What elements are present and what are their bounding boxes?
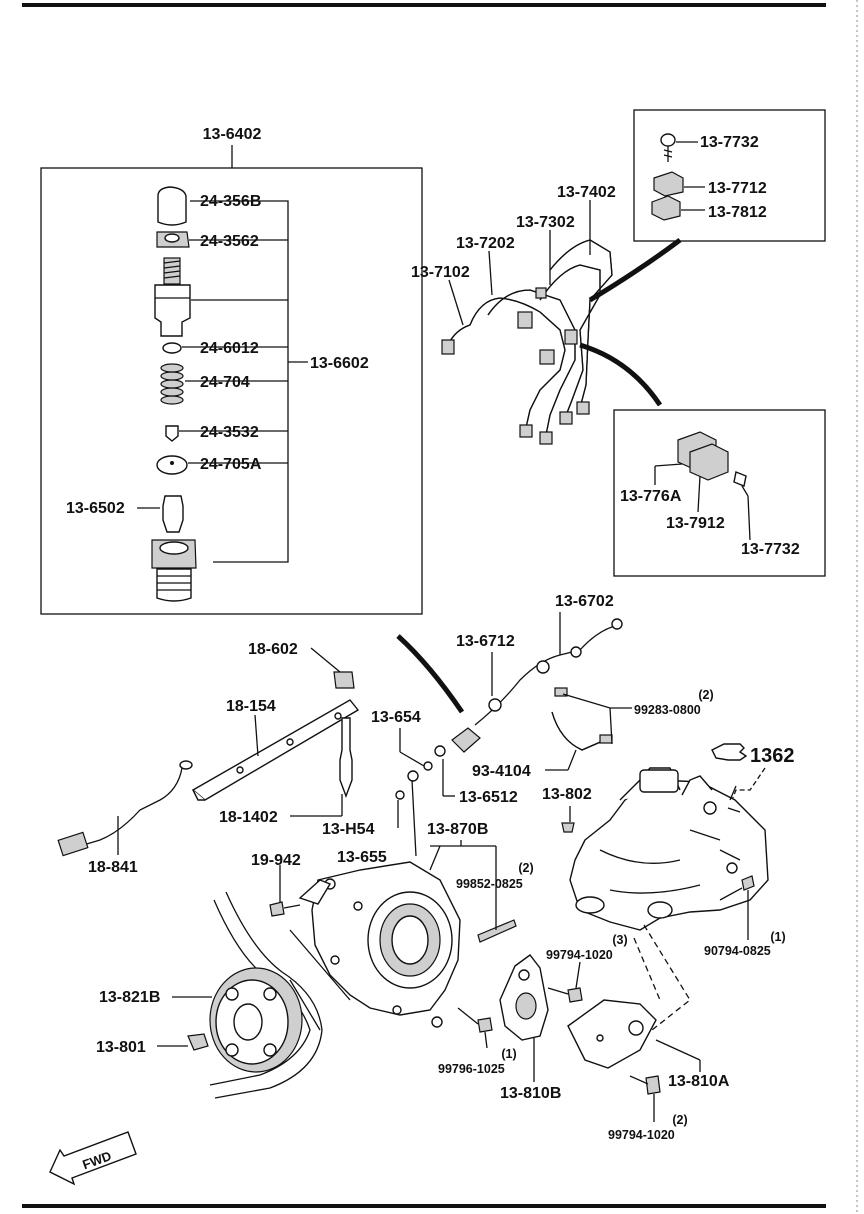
injection-pump — [569, 767, 769, 931]
label-13-H54: 13-H54 — [322, 821, 375, 838]
label-13-7712: 13-7712 — [708, 180, 767, 197]
pulley — [209, 967, 303, 1073]
injection-pipes: 13-7402 13-7302 13-7202 13-7102 — [411, 184, 682, 445]
label-99794-1020-mid: 99794-1020 — [546, 948, 613, 962]
label-13-870B: 13-870B — [427, 821, 488, 838]
label-99796-1025: 99796-1025 — [438, 1062, 505, 1076]
label-24-3532: 24-3532 — [200, 424, 259, 441]
qty-90794-0825: (1) — [770, 930, 785, 944]
label-13-6602: 13-6602 — [310, 355, 369, 372]
inset-top-frame — [633, 109, 826, 242]
glow-plug-group: 18-602 18-154 18-1402 18-841 — [57, 641, 360, 876]
inset-bottom-frame — [613, 409, 826, 577]
label-24-356B: 24-356B — [200, 193, 261, 210]
label-24-3562: 24-3562 — [200, 233, 259, 250]
qty-99794-1020-mid: (3) — [612, 933, 627, 947]
label-24-705A: 24-705A — [200, 456, 262, 473]
label-18-1402: 18-1402 — [219, 809, 278, 826]
injector-pin — [165, 425, 179, 442]
label-13-802: 13-802 — [542, 786, 592, 803]
label-99283-0800: 99283-0800 — [634, 703, 701, 717]
label-13-810B: 13-810B — [500, 1085, 561, 1102]
label-13-7732-bottom: 13-7732 — [741, 541, 800, 558]
label-13-801: 13-801 — [96, 1039, 146, 1056]
label-13-6512: 13-6512 — [459, 789, 518, 806]
injector-group: 13-6402 — [40, 126, 423, 615]
qty-99794-1020-low: (2) — [672, 1113, 687, 1127]
label-13-6502: 13-6502 — [66, 500, 125, 517]
label-13-7302: 13-7302 — [516, 214, 575, 231]
label-18-841: 18-841 — [88, 859, 138, 876]
label-13-654: 13-654 — [371, 709, 421, 726]
bolt-90794-0825: (1) 90794-0825 — [704, 875, 786, 958]
label-90794-0825: 90794-0825 — [704, 944, 771, 958]
qty-99852-0825: (2) — [518, 861, 533, 875]
label-13-7202: 13-7202 — [456, 235, 515, 252]
injector-cap — [157, 186, 187, 226]
banjo-bolt — [451, 727, 481, 753]
glow-plate — [191, 699, 360, 801]
injector-body — [154, 284, 191, 337]
label-13-7732-top: 13-7732 — [700, 134, 759, 151]
label-13-776A: 13-776A — [620, 488, 682, 505]
bracket-13-810A: 13-810A (2) 99794-1020 — [567, 924, 730, 1142]
label-13-821B: 13-821B — [99, 989, 160, 1006]
label-1362: 1362 — [750, 745, 795, 767]
label-99794-1020-low: 99794-1020 — [608, 1128, 675, 1142]
label-13-7102: 13-7102 — [411, 264, 470, 281]
glow-nut — [333, 671, 355, 689]
label-13-7402: 13-7402 — [557, 184, 616, 201]
label-24-704: 24-704 — [200, 374, 250, 391]
qty-99283-0800: (2) — [698, 688, 713, 702]
label-13-655: 13-655 — [337, 849, 387, 866]
fuel-return-group: 13-6702 13-6712 13-654 13-6512 93-4104 1… — [322, 593, 795, 866]
label-93-4104: 93-4104 — [472, 763, 531, 780]
label-13-810A: 13-810A — [668, 1073, 730, 1090]
fwd-arrow-icon: FWD — [49, 1131, 137, 1186]
glow-harness — [79, 767, 183, 847]
bracket-13-810B: 13-810B (3) 99794-1020 — [499, 933, 628, 1102]
label-13-6702: 13-6702 — [555, 593, 614, 610]
label-18-154: 18-154 — [226, 698, 276, 715]
injector-spring — [160, 363, 184, 405]
label-18-602: 18-602 — [248, 641, 298, 658]
qty-99796-1025: (1) — [501, 1047, 516, 1061]
label-24-6012: 24-6012 — [200, 340, 259, 357]
pump-housing-group: 19-942 13-870B (2) 99852-0825 13-821B 13… — [96, 821, 534, 1099]
clamp-inset-top: 13-7732 13-7712 13-7812 — [633, 109, 826, 242]
clamp-inset-bottom: 13-776A 13-7912 13-7732 — [613, 409, 826, 577]
label-13-7912: 13-7912 — [666, 515, 725, 532]
label-13-7812: 13-7812 — [708, 204, 767, 221]
pointing-hand-icon — [711, 743, 748, 761]
injector-washer — [162, 342, 182, 354]
label-99852-0825: 99852-0825 — [456, 877, 523, 891]
label-19-942: 19-942 — [251, 852, 301, 869]
label-13-6402: 13-6402 — [203, 126, 262, 143]
glow-plug — [339, 717, 353, 798]
injector-nozzle — [162, 495, 184, 533]
label-13-6712: 13-6712 — [456, 633, 515, 650]
